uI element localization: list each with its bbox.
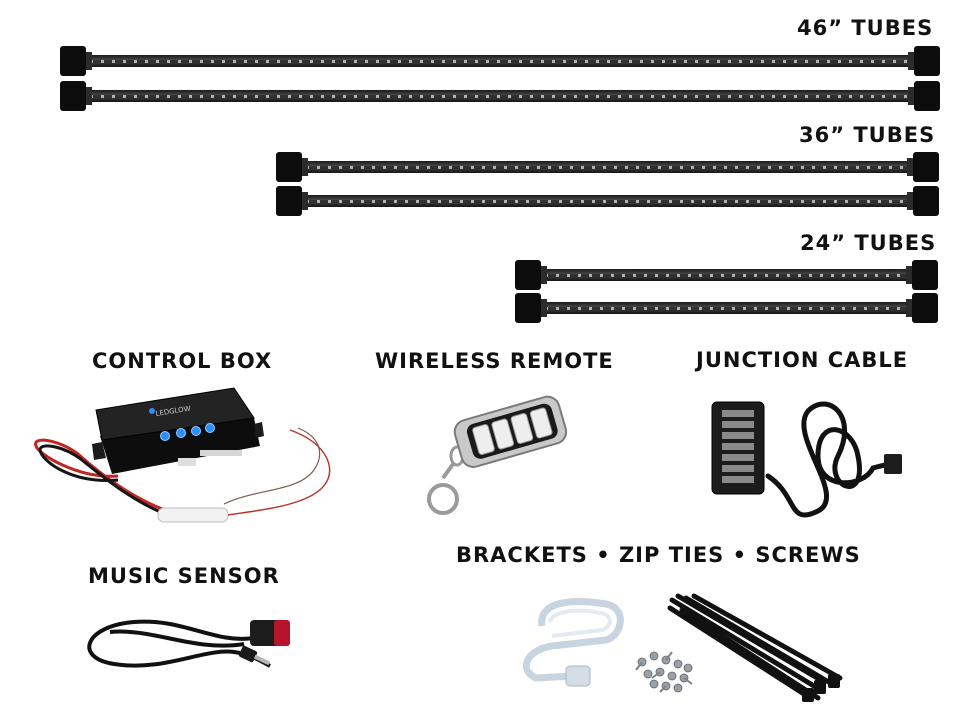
control-box-heading: CONTROL BOX [92,349,273,373]
led-tube-36-a [276,152,939,182]
junction-cable-heading: JUNCTION CABLE [696,348,909,372]
led-tube-24-a [515,260,938,290]
music-sensor-heading: MUSIC SENSOR [88,564,280,588]
screws-icon [635,651,693,693]
tubes-24-heading: 24” TUBES [800,231,937,255]
led-tube-46-a [60,46,940,76]
led-tube-36-b [276,186,939,216]
hardware-heading: BRACKETS • ZIP TIES • SCREWS [456,543,861,567]
led-tube-24-b [515,293,938,323]
led-tube-46-b [60,81,940,111]
control-box-icon: LEDGLOW [34,387,331,523]
bracket-icon [522,598,624,687]
zip-ties-icon [667,593,843,702]
tubes-46-heading: 46” TUBES [797,16,934,40]
music-sensor-icon [87,619,290,668]
tubes-36-heading: 36” TUBES [799,123,936,147]
wireless-remote-icon [427,395,568,515]
wireless-remote-heading: WIRELESS REMOTE [375,349,614,373]
junction-cable-icon [711,401,902,518]
